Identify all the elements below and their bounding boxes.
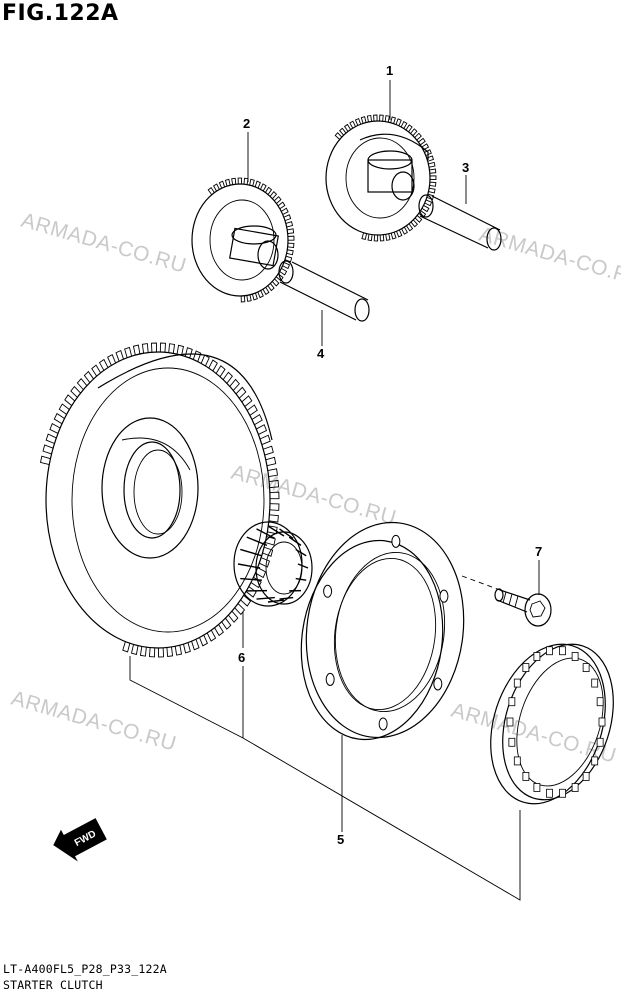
starter-driven-gear bbox=[39, 342, 280, 658]
watermark-4: ARMADA-CO.RU bbox=[9, 687, 179, 756]
callout-3: 3 bbox=[462, 160, 469, 175]
callout-4: 4 bbox=[317, 346, 325, 361]
watermark-1: ARMADA-CO.RU bbox=[19, 209, 189, 278]
clutch-housing-part-5 bbox=[300, 521, 465, 741]
fwd-direction-badge: FWD bbox=[53, 818, 107, 862]
watermark-2: ARMADA-CO.RU bbox=[477, 223, 621, 292]
shaft-part-4 bbox=[278, 260, 370, 322]
figure-code: LT-A400FL5_P28_P33_122A bbox=[3, 962, 167, 976]
clutch-sprags bbox=[506, 646, 606, 798]
reduction-gear-part-2 bbox=[191, 177, 295, 303]
needle-bearing-part-6 bbox=[233, 521, 313, 607]
callout-6: 6 bbox=[238, 650, 245, 665]
watermark-3: ARMADA-CO.RU bbox=[229, 461, 399, 530]
watermarks: ARMADA-CO.RU ARMADA-CO.RU ARMADA-CO.RU A… bbox=[9, 209, 621, 768]
gear-teeth-2 bbox=[207, 177, 295, 303]
callout-5: 5 bbox=[337, 832, 344, 847]
leader-lines bbox=[129, 80, 540, 901]
callout-numbers: 1 2 3 4 5 6 7 bbox=[238, 63, 542, 847]
figure-title: FIG.122A bbox=[2, 1, 119, 26]
gear-teeth-1 bbox=[334, 114, 437, 242]
figure-name: STARTER CLUTCH bbox=[3, 978, 103, 992]
gear-teeth-big bbox=[39, 342, 280, 658]
shaft-part-3 bbox=[418, 194, 502, 251]
callout-7: 7 bbox=[535, 544, 542, 559]
callout-1: 1 bbox=[386, 63, 393, 78]
bolt-part-7 bbox=[461, 575, 552, 627]
bolt-holes bbox=[323, 534, 449, 731]
one-way-clutch bbox=[490, 643, 614, 805]
callout-2: 2 bbox=[243, 116, 250, 131]
bearing-needles bbox=[237, 525, 309, 603]
idler-gear-part-1 bbox=[325, 114, 437, 242]
